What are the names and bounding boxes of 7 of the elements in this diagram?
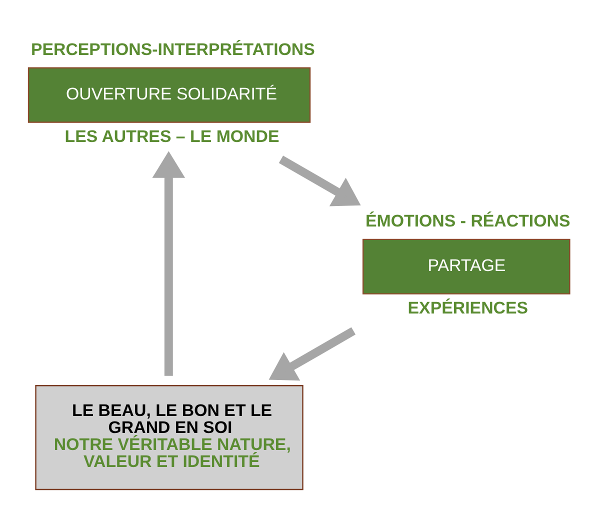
node-label: EXPÉRIENCES bbox=[408, 298, 528, 318]
node-label: LES AUTRES – LE MONDE bbox=[64, 126, 280, 146]
node-label: ÉMOTIONS - RÉACTIONS bbox=[366, 211, 570, 230]
arrow bbox=[278, 156, 361, 206]
arrow bbox=[152, 151, 186, 376]
node-label: PERCEPTIONS-INTERPRÉTATIONS bbox=[30, 40, 315, 59]
arrow bbox=[268, 327, 356, 381]
